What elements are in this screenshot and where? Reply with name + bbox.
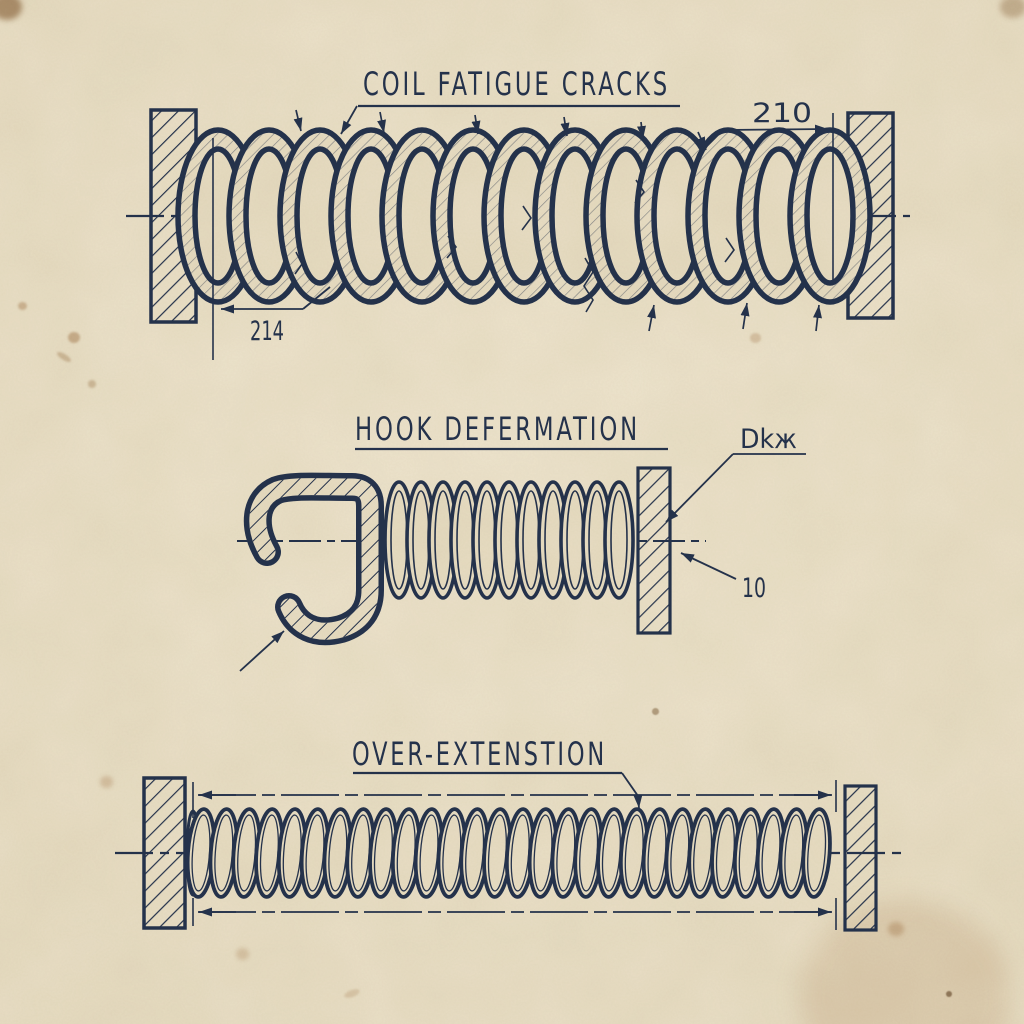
coil-fatigue-title: COIL FATIGUE CRACKS <box>363 65 670 103</box>
coil-fatigue-diagram: COIL FATIGUE CRACKS 210 214 <box>126 65 910 360</box>
dim-10-label: 10 <box>742 573 766 604</box>
title-leader-arrow <box>340 105 358 135</box>
deformed-hook <box>243 472 384 646</box>
over-extension-diagram: OVER-EXTENSTION <box>115 735 902 932</box>
dim-214-label: 214 <box>250 316 284 347</box>
title-leader-arrow <box>621 772 643 809</box>
right-wall-plate <box>843 784 878 932</box>
hook-label-leader-arrow <box>665 453 734 523</box>
coil-spring <box>175 127 873 305</box>
dim-210-arrow <box>721 124 829 134</box>
dim-10-arrow <box>680 552 737 580</box>
stretched-spring <box>185 807 832 899</box>
over-extension-title: OVER-EXTENSTION <box>352 735 607 773</box>
hook-spring <box>383 480 635 600</box>
anchor-plate <box>636 466 672 635</box>
hook-tip-arrow <box>239 630 285 672</box>
dim-210-label: 210 <box>752 98 812 129</box>
hook-deformation-title: HOOK DEFERMATION <box>355 410 640 448</box>
hook-deformation-diagram: HOOK DEFERMATION Dkж 10 <box>237 410 806 672</box>
hook-label: Dkж <box>740 424 797 455</box>
left-wall-plate <box>142 776 187 930</box>
